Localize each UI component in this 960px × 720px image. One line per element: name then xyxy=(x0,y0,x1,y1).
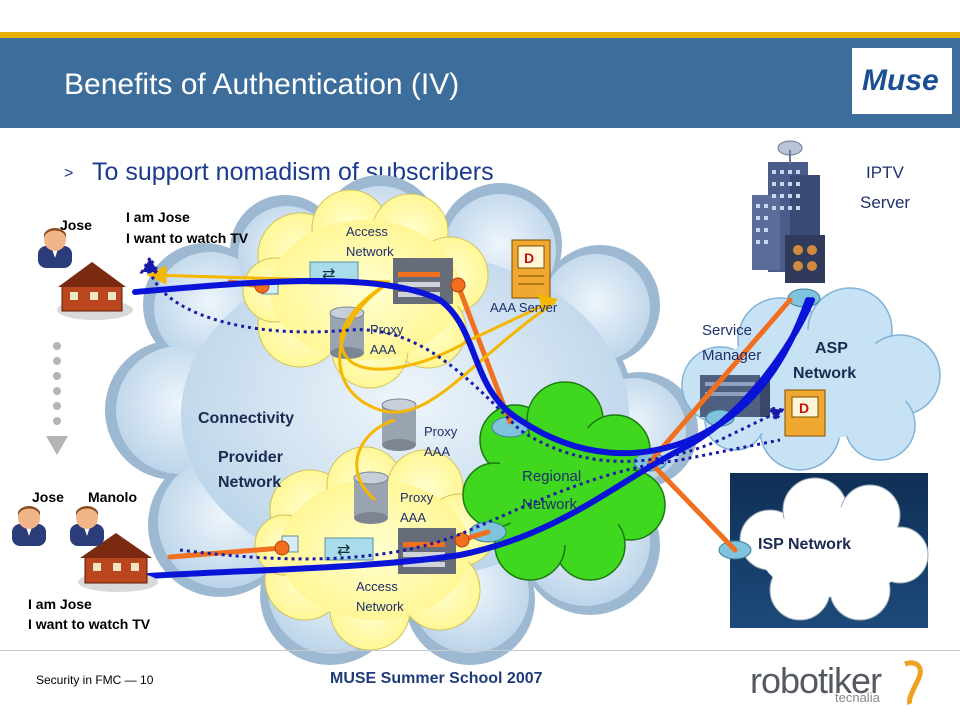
connectivity-provider-label: Connectivity xyxy=(198,410,295,427)
service-manager-label: Service xyxy=(702,322,753,339)
proxy-aaa-middle-label-2: AAA xyxy=(424,444,451,459)
iptv-server-label-2: Server xyxy=(860,193,911,212)
speech-top-line-2: I want to watch TV xyxy=(126,230,249,246)
house-icon-top xyxy=(57,262,133,320)
accent-stripe xyxy=(0,32,960,38)
slide-subtitle: To support nomadism of subscribers xyxy=(92,158,494,186)
regional-cloud xyxy=(462,381,666,581)
robotiker-logo-text: robotiker xyxy=(750,660,882,701)
access-network-bottom-label-2: Network xyxy=(356,599,404,614)
aaa-server-icon: D xyxy=(511,239,551,299)
regional-network-label-2: Network xyxy=(522,496,578,513)
asp-document-icon: D xyxy=(784,389,826,437)
proxy-aaa-cylinder-top xyxy=(329,306,365,359)
asp-network-label: ASP xyxy=(815,340,848,357)
muse-logo xyxy=(852,48,952,114)
proxy-aaa-bottom-label: Proxy xyxy=(400,490,434,505)
isp-network-label: ISP Network xyxy=(758,536,852,553)
user-avatar-icon xyxy=(12,228,104,546)
title-bar xyxy=(0,32,960,128)
connectivity-provider-label-3: Network xyxy=(218,474,282,491)
isp-cloud xyxy=(739,477,929,621)
mobility-arrow-icon xyxy=(46,342,68,455)
proxy-aaa-top-label: Proxy xyxy=(370,322,404,337)
robotiker-logo-mark xyxy=(904,660,923,706)
tecnalia-logo-text: tecnalia xyxy=(835,690,880,705)
session-dotted-path xyxy=(139,254,785,561)
footer-slide-number: Security in FMC — 10 xyxy=(36,673,154,687)
access-network-top-label-2: Network xyxy=(346,244,394,259)
user-top-name: Jose xyxy=(60,217,92,233)
speech-bottom-line-2: I want to watch TV xyxy=(28,616,151,632)
footer-divider xyxy=(0,650,960,651)
svg-text:D: D xyxy=(799,400,809,416)
access-network-bottom-label: Access xyxy=(356,579,398,594)
proxy-aaa-middle-label: Proxy xyxy=(424,424,458,439)
proxy-aaa-bottom-label-2: AAA xyxy=(400,510,427,525)
aaa-server-label: AAA Server xyxy=(490,300,558,315)
bullet-icon: > xyxy=(64,165,74,182)
proxy-aaa-cylinder-middle xyxy=(381,398,417,451)
iptv-server-label: IPTV xyxy=(866,163,904,182)
regional-network-label: Regional xyxy=(522,468,582,485)
slide-title: Benefits of Authentication (IV) xyxy=(64,68,460,101)
svg-text:D: D xyxy=(524,250,534,266)
access-network-top-label: Access xyxy=(346,224,388,239)
connectivity-provider-label-2: Provider xyxy=(218,449,283,466)
muse-logo-text: Muse xyxy=(862,64,939,97)
footer-event: MUSE Summer School 2007 xyxy=(330,670,543,687)
asp-network-label-2: Network xyxy=(793,365,857,382)
user-bottom-name-1: Jose xyxy=(32,489,64,505)
media-stream-path xyxy=(117,278,815,581)
speech-bottom-line-1: I am Jose xyxy=(28,596,92,612)
svg-text:⇄: ⇄ xyxy=(337,540,350,559)
proxy-aaa-top-label-2: AAA xyxy=(370,342,397,357)
access-switch-bottom: ⇄ xyxy=(281,528,456,574)
service-manager-label-2: Manager xyxy=(702,347,762,364)
house-icon-bottom xyxy=(78,533,158,592)
user-bottom-name-2: Manolo xyxy=(88,489,137,505)
speech-top-line-1: I am Jose xyxy=(126,209,190,225)
iptv-server-icon xyxy=(752,140,825,283)
